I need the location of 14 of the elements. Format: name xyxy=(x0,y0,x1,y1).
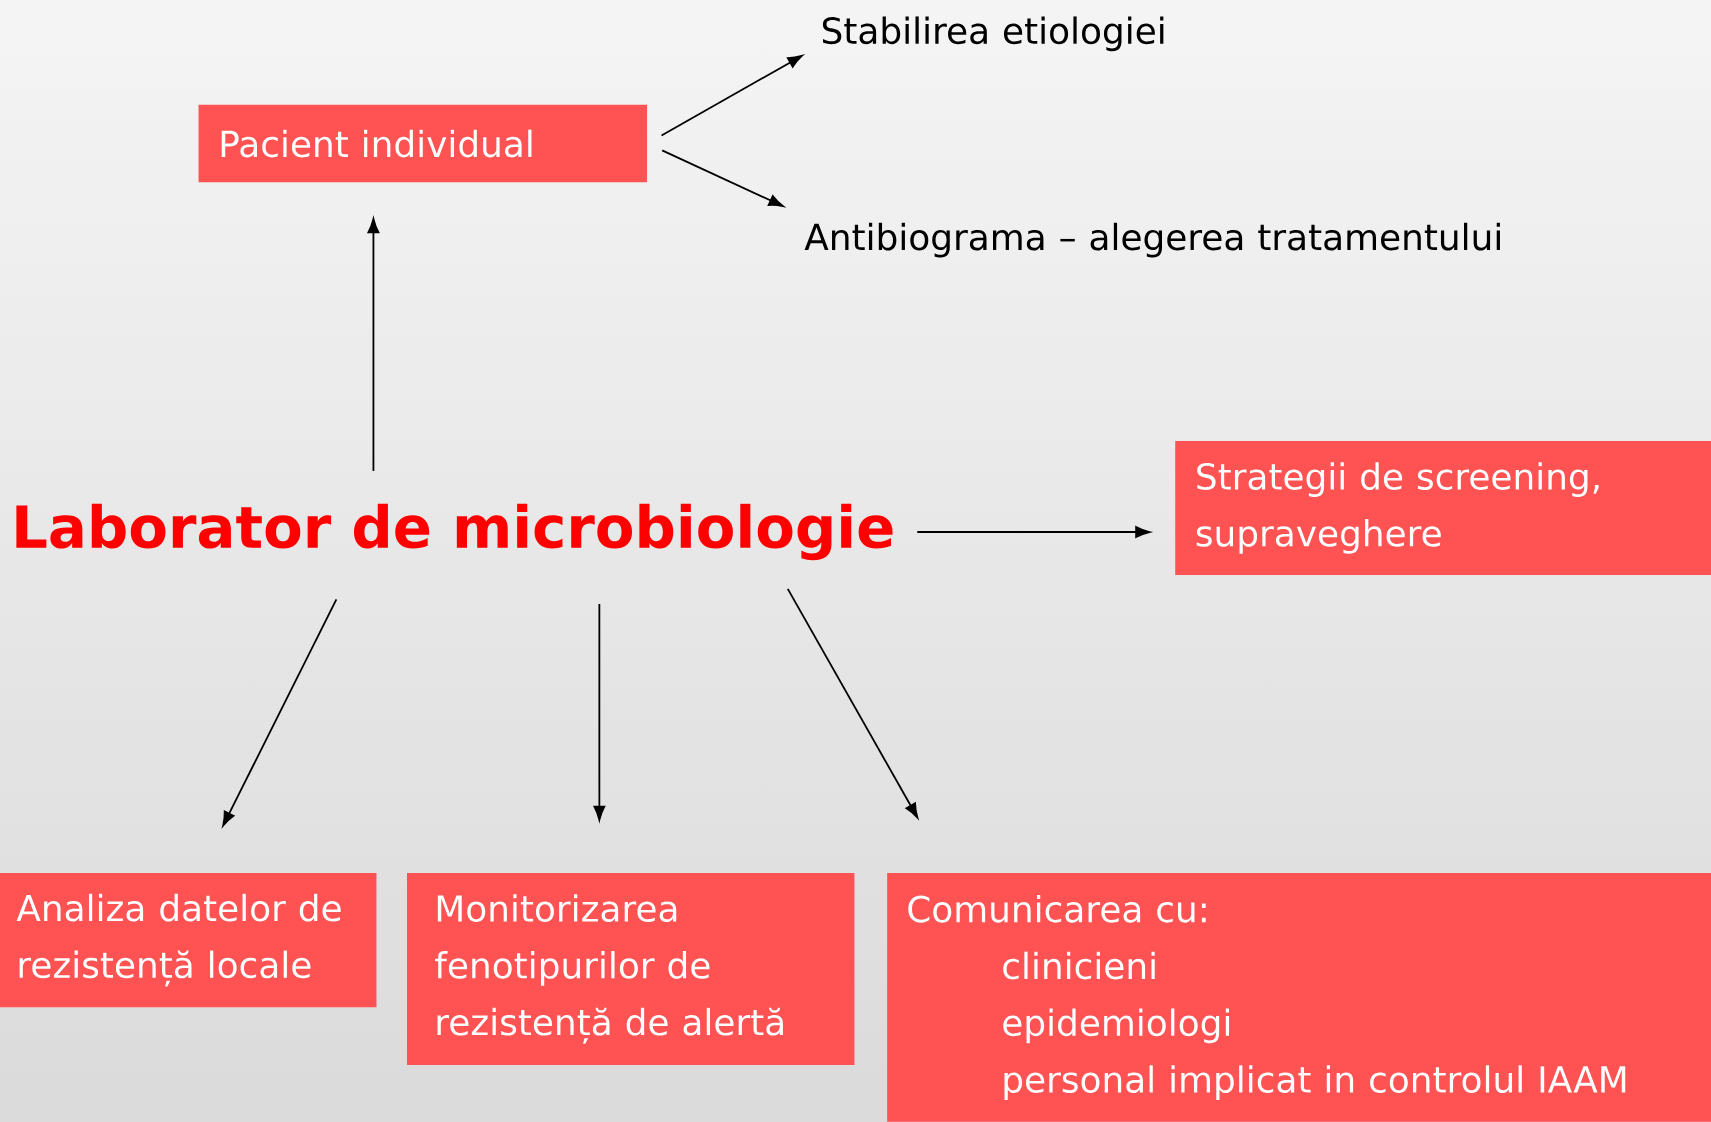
arrow xyxy=(661,149,784,207)
process-box: Comunicarea cu: clinicieni epidemiologi personal implicat in controlul IAAM xyxy=(887,873,1711,1122)
arrow xyxy=(916,526,1151,538)
arrow xyxy=(222,598,338,827)
process-box: Monitorizarea fenotipurilor de rezistență de alertă xyxy=(407,872,855,1066)
process-box: Analiza datelor de rezistență locale xyxy=(0,873,377,1008)
outcome-text: Stabilirea etiologiei xyxy=(822,16,1164,52)
process-box: Strategii de screening, supraveghere xyxy=(1175,440,1711,576)
process-box: Pacient individual xyxy=(198,104,648,183)
title-text: Laborator de microbiologie xyxy=(16,503,893,561)
outcome-text: Antibiograma – alegerea tratamentului xyxy=(804,222,1500,258)
arrow xyxy=(660,55,803,137)
arrow xyxy=(786,587,919,819)
arrow xyxy=(593,603,606,821)
